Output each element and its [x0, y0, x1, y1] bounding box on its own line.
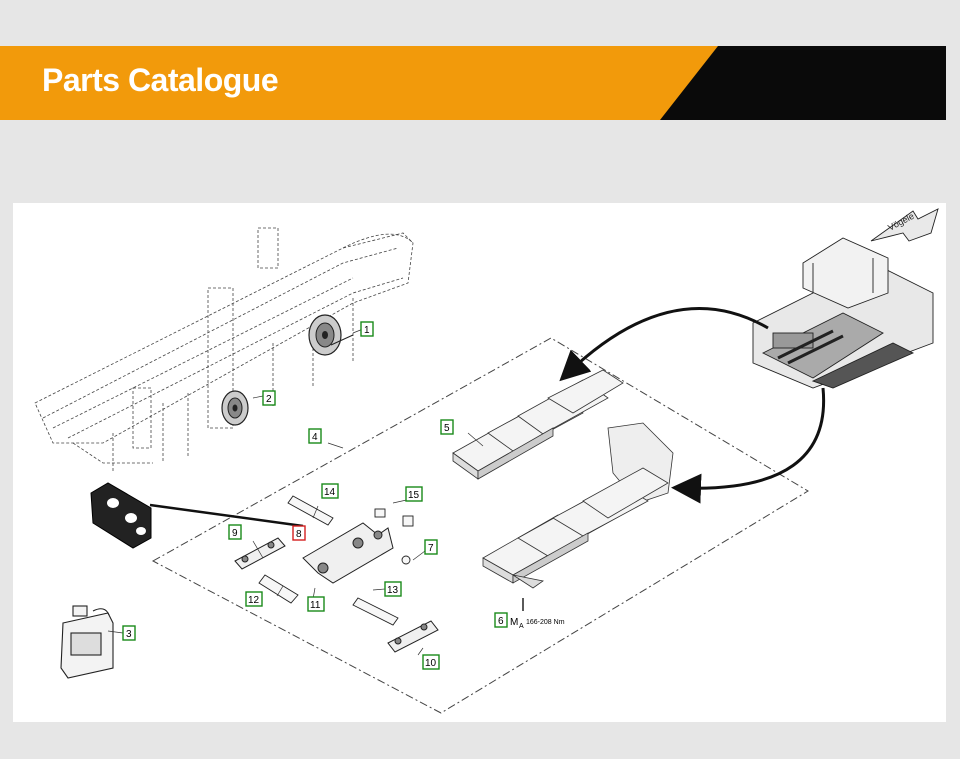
- callout-3[interactable]: 3: [122, 625, 136, 641]
- parts-diagram: Vögele: [34, 208, 939, 714]
- banner-dark-stripe: [660, 46, 946, 120]
- callout-15[interactable]: 15: [405, 486, 423, 502]
- undercarriage-frame: [34, 227, 414, 473]
- vogele-arrow-logo: Vögele: [870, 208, 939, 242]
- svg-text:13: 13: [387, 585, 399, 596]
- svg-text:7: 7: [428, 543, 434, 554]
- page-title: Parts Catalogue: [42, 62, 279, 98]
- callout-12[interactable]: 12: [245, 591, 263, 607]
- callout-8[interactable]: 8: [292, 525, 306, 541]
- arrow-to-upper-shoes: [559, 307, 769, 382]
- svg-text:11: 11: [310, 600, 321, 611]
- callout-10[interactable]: 10: [422, 654, 440, 670]
- callout-7[interactable]: 7: [424, 539, 438, 555]
- torque-spec: M A 166-208 Nm: [510, 617, 565, 630]
- paver-machine: [752, 237, 934, 389]
- svg-text:3: 3: [126, 629, 132, 640]
- svg-text:6: 6: [498, 616, 504, 627]
- track-assembly-outline: [151, 337, 809, 714]
- callout-4[interactable]: 4: [308, 428, 322, 444]
- callout-6[interactable]: 6: [494, 612, 508, 628]
- chain-link-pointer: [149, 503, 304, 528]
- track-shoes-lower: [482, 467, 669, 589]
- svg-text:12: 12: [248, 595, 260, 606]
- svg-text:2: 2: [266, 394, 272, 405]
- svg-text:166-208 Nm: 166-208 Nm: [526, 619, 565, 626]
- callout-14[interactable]: 14: [321, 483, 339, 499]
- svg-text:A: A: [519, 623, 524, 630]
- diagram-panel: Vögele: [13, 203, 946, 722]
- callout-5[interactable]: 5: [440, 419, 454, 435]
- callout-11[interactable]: 11: [307, 596, 325, 612]
- callout-2[interactable]: 2: [262, 390, 276, 406]
- chain-link-detail: [90, 482, 152, 549]
- svg-text:9: 9: [232, 528, 238, 539]
- svg-text:4: 4: [312, 432, 318, 443]
- arrow-to-lower-shoes: [671, 387, 826, 504]
- callout-9[interactable]: 9: [228, 524, 242, 540]
- lubricant-canister: [60, 605, 114, 679]
- track-roller-2: [221, 390, 249, 426]
- header-banner: Parts Catalogue: [0, 46, 946, 120]
- idler-wheel-1: [308, 314, 354, 356]
- svg-text:10: 10: [425, 658, 437, 669]
- callout-13[interactable]: 13: [384, 581, 402, 597]
- svg-text:5: 5: [444, 423, 450, 434]
- callout-1[interactable]: 1: [360, 321, 374, 337]
- svg-text:8: 8: [296, 529, 302, 540]
- leader-lines: [107, 328, 484, 656]
- svg-text:M: M: [510, 617, 518, 628]
- svg-text:14: 14: [324, 487, 336, 498]
- pins-and-bushings: [258, 495, 414, 626]
- svg-text:1: 1: [364, 325, 370, 336]
- svg-text:15: 15: [408, 490, 420, 501]
